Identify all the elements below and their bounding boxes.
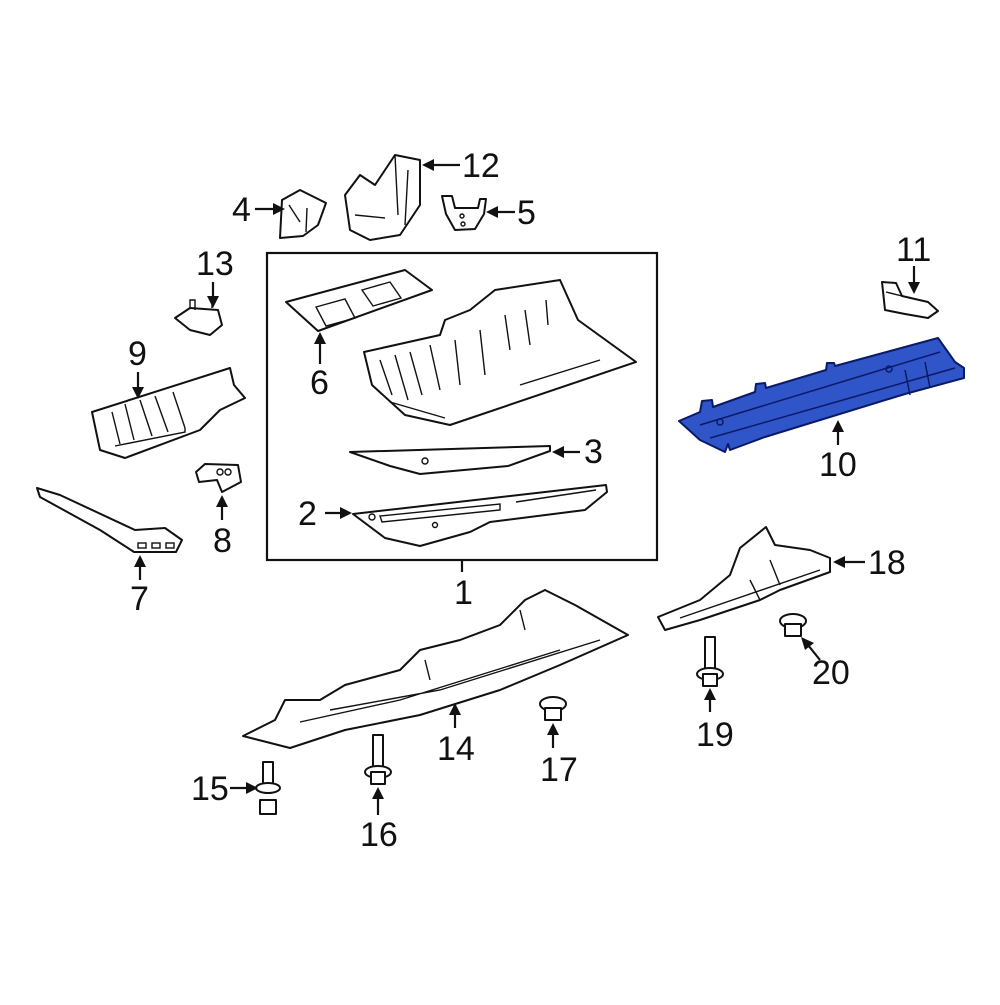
callout-6[interactable]: 6 — [310, 364, 329, 402]
part-5-bracket[interactable] — [441, 195, 487, 231]
part-7-rail-extension[interactable] — [36, 487, 183, 553]
floor-pan[interactable] — [363, 279, 637, 426]
callout-16[interactable]: 16 — [360, 816, 398, 854]
callout-10[interactable]: 10 — [819, 446, 857, 484]
part-16-bolt[interactable] — [364, 734, 392, 785]
callout-11[interactable]: 11 — [896, 231, 932, 269]
part-9-rear-floor-pan[interactable] — [91, 367, 246, 459]
part-20-nut[interactable] — [779, 613, 807, 637]
callout-4[interactable]: 4 — [232, 191, 251, 229]
callout-17[interactable]: 17 — [540, 751, 578, 789]
part-8-block[interactable] — [195, 463, 242, 493]
callout-8[interactable]: 8 — [213, 522, 232, 560]
part-15-bolt[interactable] — [255, 761, 281, 815]
callout-9[interactable]: 9 — [128, 335, 147, 373]
part-12-bracket[interactable] — [344, 154, 421, 241]
callout-18[interactable]: 18 — [868, 544, 906, 582]
callout-15[interactable]: 15 — [191, 770, 229, 808]
part-10-rocker-highlighted[interactable] — [678, 337, 965, 453]
callout-3[interactable]: 3 — [584, 433, 603, 471]
callout-5[interactable]: 5 — [517, 194, 536, 232]
part-6-plate[interactable] — [285, 269, 433, 332]
part-2-side-member[interactable] — [352, 484, 608, 547]
callout-20[interactable]: 20 — [812, 654, 850, 692]
callout-19[interactable]: 19 — [696, 716, 734, 754]
part-17-nut[interactable] — [539, 696, 567, 721]
part-3-reinforcement[interactable] — [349, 445, 551, 475]
callout-12[interactable]: 12 — [462, 147, 500, 185]
part-13-clip[interactable] — [174, 299, 223, 336]
callout-2[interactable]: 2 — [298, 495, 317, 533]
callout-1[interactable]: 1 — [454, 574, 473, 612]
part-19-bolt[interactable] — [696, 636, 724, 687]
part-14-underbody-shield[interactable] — [242, 589, 629, 749]
part-11-bracket[interactable] — [881, 281, 939, 319]
callout-7[interactable]: 7 — [130, 580, 149, 618]
callout-13[interactable]: 13 — [196, 245, 234, 283]
part-18-splash-shield[interactable] — [657, 526, 831, 631]
callout-14[interactable]: 14 — [437, 730, 475, 768]
part-4-bracket[interactable] — [279, 189, 327, 239]
